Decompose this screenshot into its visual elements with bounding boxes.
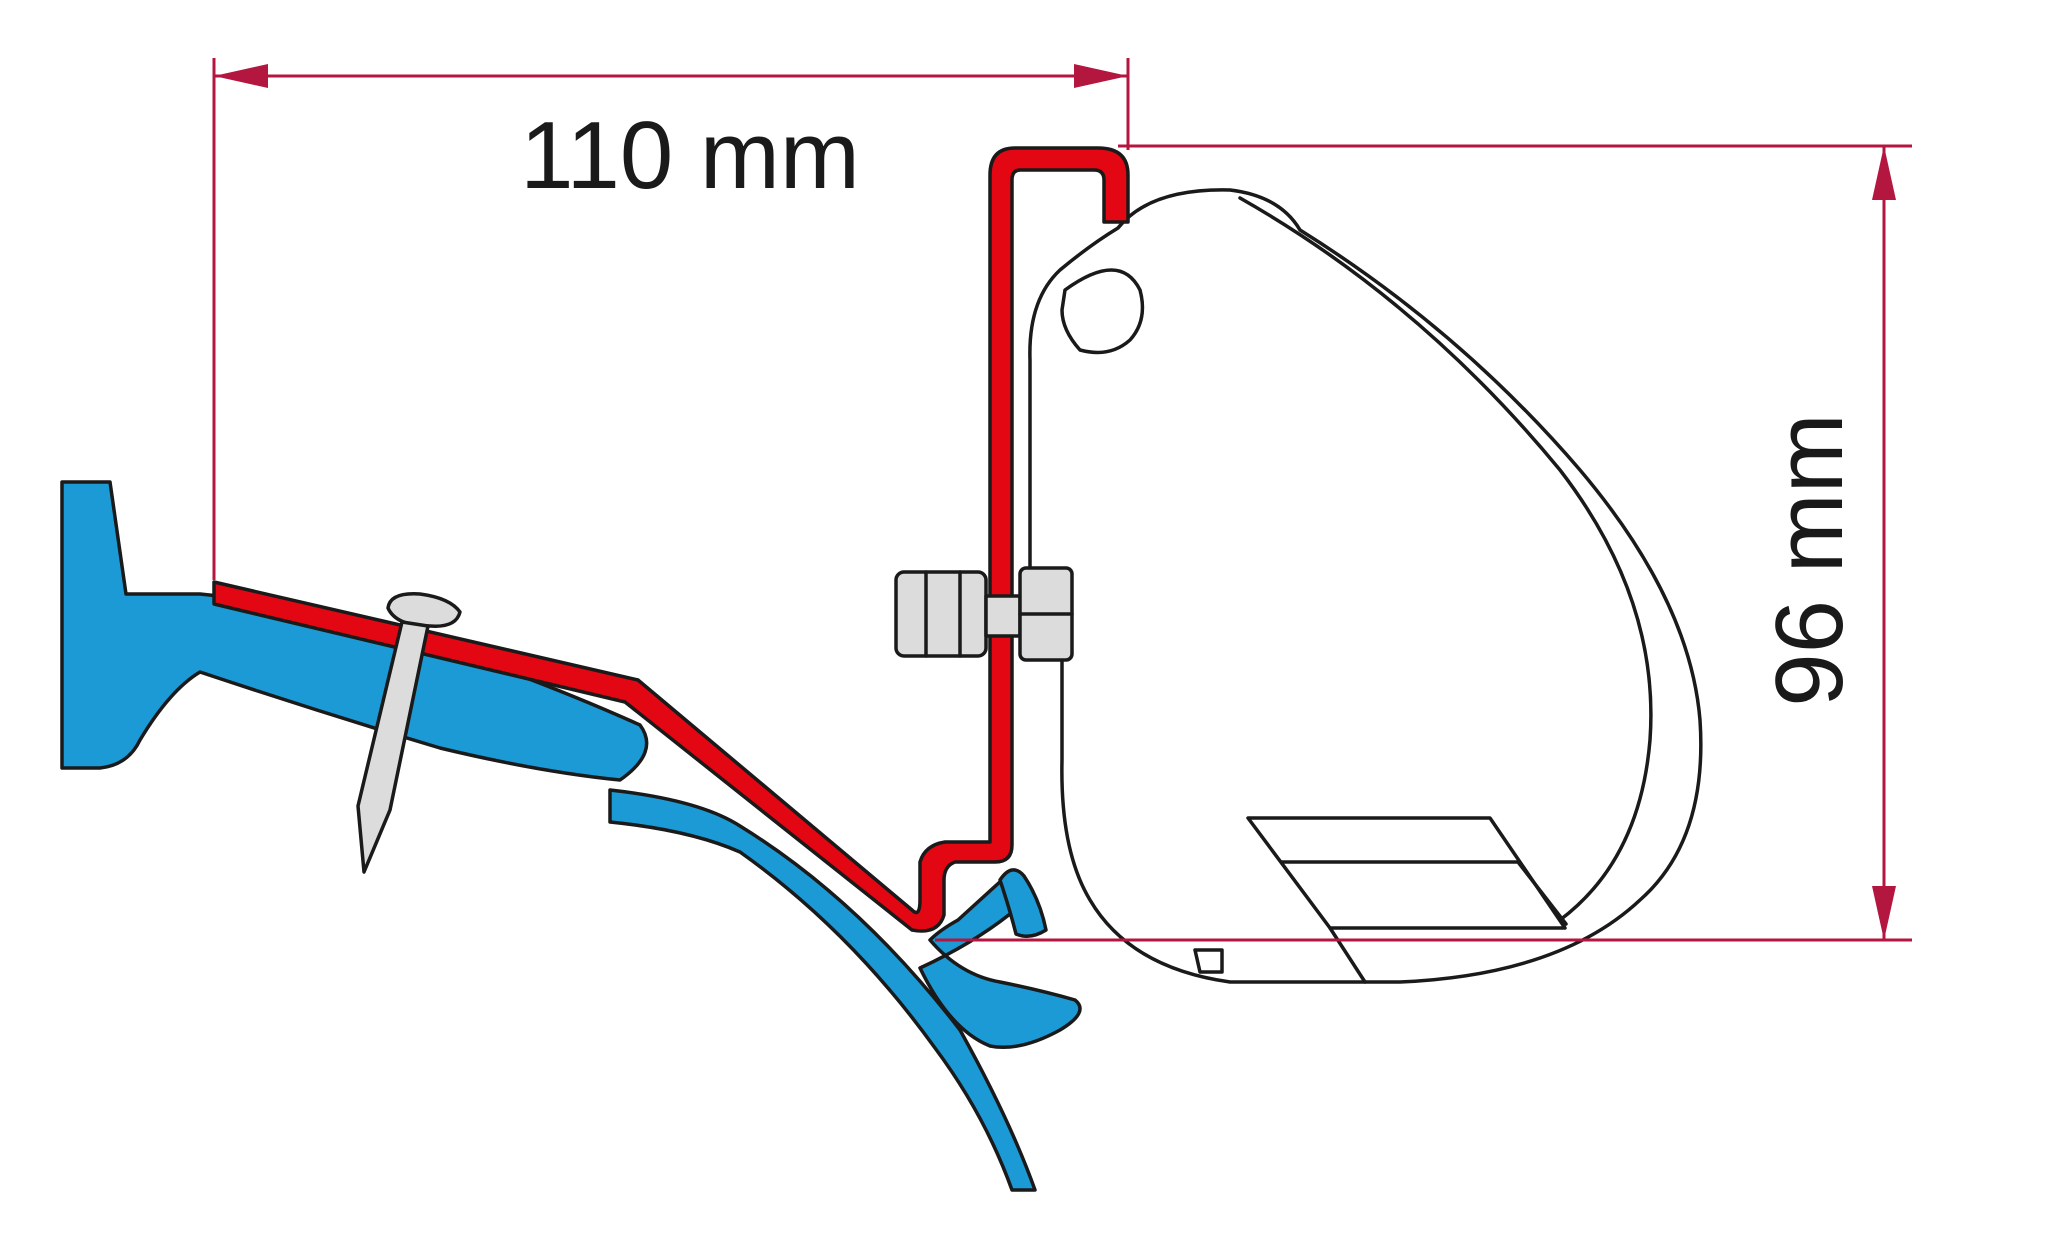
rivet-head bbox=[386, 592, 462, 628]
awning-top-hook bbox=[1060, 268, 1145, 355]
vehicle-roof-skin bbox=[608, 788, 1037, 1192]
bolt-head bbox=[894, 570, 988, 658]
awning-handle-leg bbox=[1328, 926, 1367, 984]
awning-handle-inner bbox=[1280, 860, 1568, 926]
height-label: 96 mm bbox=[1756, 413, 1863, 706]
height-dimension: 96 mm bbox=[935, 144, 1912, 942]
width-label: 110 mm bbox=[520, 102, 860, 209]
awning-front-line bbox=[1238, 196, 1653, 922]
mounting-bracket bbox=[212, 146, 1130, 933]
bolt-and-nut bbox=[894, 566, 1074, 662]
width-arrow-left bbox=[214, 64, 268, 88]
height-arrow-bottom bbox=[1872, 886, 1896, 940]
height-arrow-top bbox=[1872, 146, 1896, 200]
rivet-shaft bbox=[356, 620, 430, 874]
rivet bbox=[356, 592, 462, 874]
width-arrow-right bbox=[1074, 64, 1128, 88]
vehicle-gutter-hook bbox=[998, 868, 1048, 938]
awning-handle bbox=[1246, 816, 1567, 930]
bracket-profile bbox=[212, 146, 1130, 933]
width-dimension: 110 mm bbox=[212, 58, 1130, 580]
bolt-thread bbox=[984, 594, 1022, 638]
awning-bottom-clip bbox=[1193, 948, 1224, 974]
awning-housing bbox=[1028, 188, 1703, 984]
